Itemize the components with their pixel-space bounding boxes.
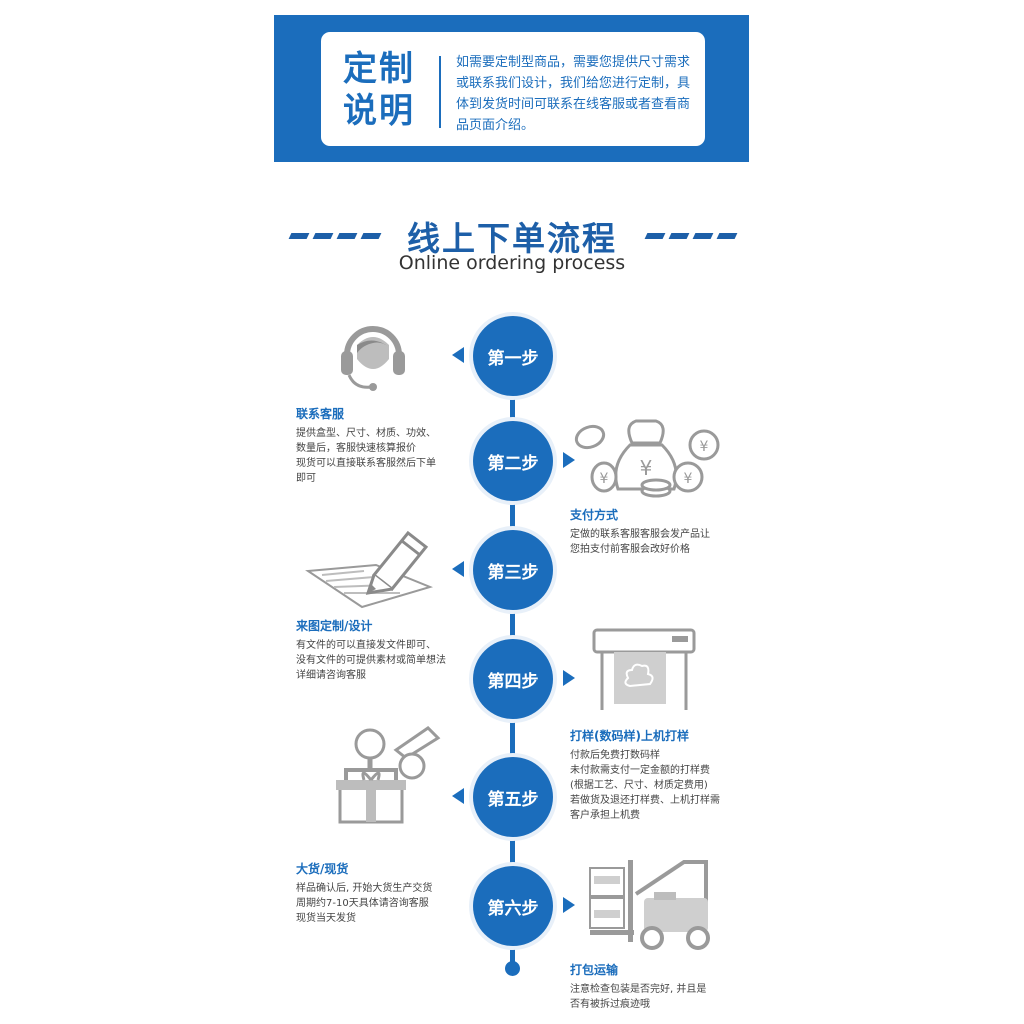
step-2-circle: 第二步 bbox=[473, 421, 553, 501]
forklift-icon bbox=[589, 860, 710, 950]
step-4-description: 打样(数码样)上机打样 付款后免费打数码样 未付款需支付一定金额的打样费 (根据… bbox=[570, 727, 750, 823]
step-4-title: 打样(数码样)上机打样 bbox=[570, 729, 689, 743]
step-3-description: 来图定制/设计 有文件的可以直接发文件即可、 没有文件的可提供素材或简单想法 详… bbox=[296, 617, 476, 683]
step-2-title: 支付方式 bbox=[570, 508, 619, 522]
svg-text:¥: ¥ bbox=[684, 471, 693, 487]
custom-info-banner: 定制说明 如需要定制型商品，需要您提供尺寸需求或联系我们设计，我们给您进行定制，… bbox=[274, 15, 749, 162]
step-1-arrow bbox=[452, 347, 464, 363]
step-5-title: 大货/现货 bbox=[296, 862, 349, 876]
step-2-description: 支付方式 定做的联系客服客服会发产品让 您拍支付前客服会改好价格 bbox=[570, 506, 750, 557]
step-4-circle: 第四步 bbox=[473, 639, 553, 719]
step-6-title: 打包运输 bbox=[570, 963, 619, 977]
svg-text:¥: ¥ bbox=[700, 439, 709, 455]
timeline-end-dot bbox=[505, 961, 520, 976]
design-pen-icon bbox=[305, 530, 434, 609]
svg-text:¥: ¥ bbox=[640, 456, 653, 480]
step-5-text: 样品确认后, 开始大货生产交货 周期约7-10天具体请咨询客服 现货当天发货 bbox=[296, 883, 433, 924]
money-bag-icon: ¥ ¥ ¥ ¥ bbox=[574, 419, 720, 498]
step-5-arrow bbox=[452, 788, 464, 804]
page-subtitle: Online ordering process bbox=[398, 252, 626, 274]
step-2-arrow bbox=[563, 452, 575, 468]
svg-text:¥: ¥ bbox=[600, 471, 609, 487]
step-1-text: 提供盒型、尺寸、材质、功效、 数量后，客服快速核算报价 现货可以直接联系客服然后… bbox=[296, 428, 436, 484]
banner-title: 定制说明 bbox=[343, 49, 415, 131]
step-4-arrow bbox=[563, 670, 575, 686]
step-6-description: 打包运输 注意检查包装是否完好, 并且是 否有被拆过痕迹哦 bbox=[570, 961, 750, 1012]
printer-icon bbox=[592, 628, 696, 710]
step-3-title: 来图定制/设计 bbox=[296, 619, 373, 633]
step-3-circle: 第三步 bbox=[473, 530, 553, 610]
step-3-arrow bbox=[452, 561, 464, 577]
step-6-arrow bbox=[563, 897, 575, 913]
step-4-text: 付款后免费打数码样 未付款需支付一定金额的打样费 (根据工艺、尺寸、材质定费用)… bbox=[570, 750, 720, 821]
banner-divider bbox=[439, 56, 441, 128]
step-2-text: 定做的联系客服客服会发产品让 您拍支付前客服会改好价格 bbox=[570, 529, 710, 555]
step-3-text: 有文件的可以直接发文件即可、 没有文件的可提供素材或简单想法 详细请咨询客服 bbox=[296, 640, 446, 681]
gift-robot-icon bbox=[336, 726, 441, 824]
banner-card: 定制说明 如需要定制型商品，需要您提供尺寸需求或联系我们设计，我们给您进行定制，… bbox=[321, 32, 705, 146]
step-5-circle: 第五步 bbox=[473, 757, 553, 837]
step-5-description: 大货/现货 样品确认后, 开始大货生产交货 周期约7-10天具体请咨询客服 现货… bbox=[296, 860, 476, 926]
step-1-description: 联系客服 提供盒型、尺寸、材质、功效、 数量后，客服快速核算报价 现货可以直接联… bbox=[296, 405, 476, 486]
headset-icon bbox=[341, 326, 405, 391]
step-1-title: 联系客服 bbox=[296, 407, 345, 421]
step-1-circle: 第一步 bbox=[473, 316, 553, 396]
page-title: 线上下单流程 bbox=[407, 219, 617, 258]
banner-text: 如需要定制型商品，需要您提供尺寸需求或联系我们设计，我们给您进行定制，具体到发货… bbox=[456, 55, 691, 133]
step-6-text: 注意检查包装是否完好, 并且是 否有被拆过痕迹哦 bbox=[570, 984, 707, 1010]
step-6-circle: 第六步 bbox=[473, 866, 553, 946]
